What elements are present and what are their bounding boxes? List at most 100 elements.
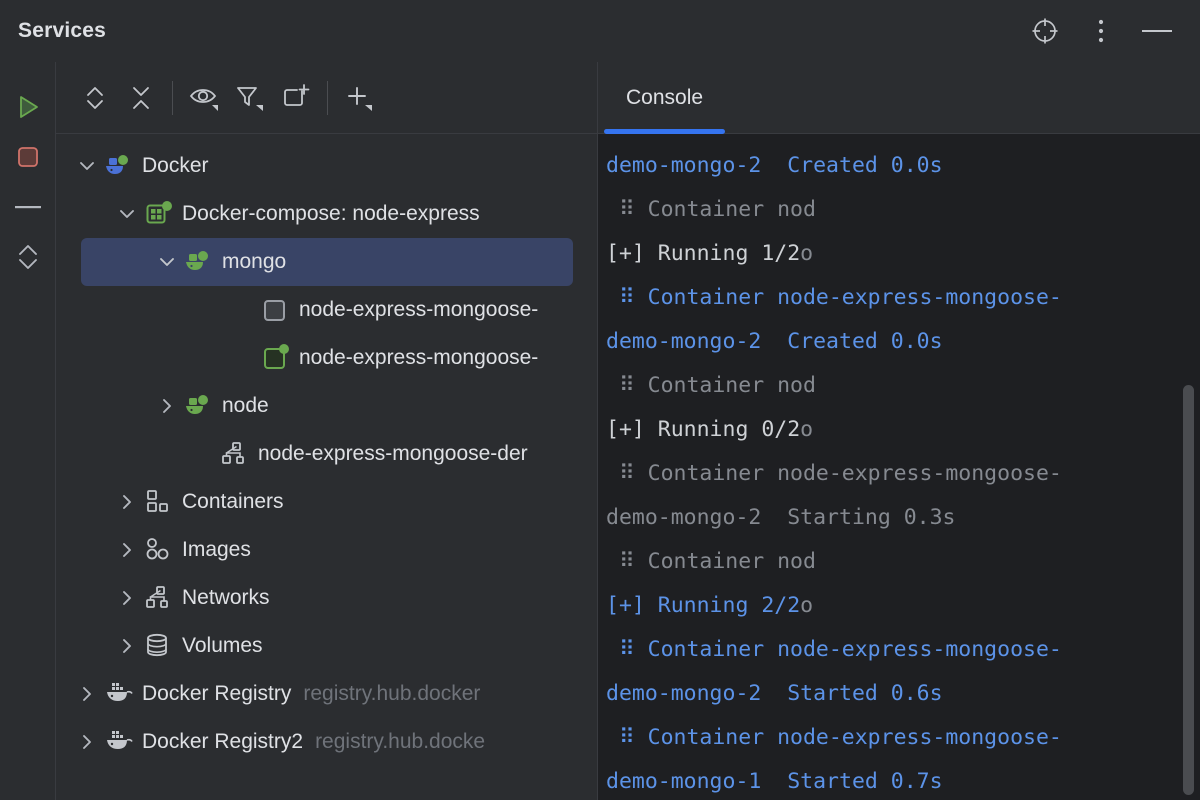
tree-item-label: Networks [182, 586, 270, 609]
console-line: ⠿ Container node-express-mongoose- [606, 628, 1184, 672]
tab-console-label: Console [626, 85, 704, 109]
services-tree-panel: Docker Docker-compose: node-express [55, 62, 597, 800]
console-text: demo-mongo-2 Started 0.6s [606, 681, 943, 706]
chevron-right-icon[interactable] [110, 478, 144, 526]
run-button[interactable] [8, 82, 48, 132]
tree-item-network[interactable]: node-express-mongoose-der [56, 430, 597, 478]
console-tabbar: Console [598, 62, 1200, 134]
chevron-right-icon[interactable] [70, 670, 104, 718]
tree-item-label: Docker Registry2 [142, 730, 304, 753]
tree-item-label: mongo [222, 250, 287, 273]
console-line: demo-mongo-2 Started 0.6s [606, 672, 1184, 716]
console-line: ⠿ Container nod [606, 188, 1184, 232]
console-text: o [800, 593, 814, 618]
docker-whale-green-icon [184, 247, 214, 277]
console-line: demo-mongo-2 Created 0.0s [606, 320, 1184, 364]
filter-icon[interactable] [227, 75, 273, 121]
minimize-icon[interactable] [1142, 16, 1172, 46]
tree-item-sublabel: registry.hub.docker [303, 682, 481, 705]
console-panel: Console demo-mongo-2 Created 0.0s ⠿ Cont… [597, 62, 1200, 800]
chevron-right-icon[interactable] [70, 718, 104, 766]
tree-item-docker[interactable]: Docker [56, 142, 597, 190]
tree-item-images[interactable]: Images [56, 526, 597, 574]
console-line: ⠿ Container node-express-mongoose- [606, 716, 1184, 760]
collapse-line-button[interactable] [8, 182, 48, 232]
expand-collapse-all-button[interactable] [72, 75, 118, 121]
tree-item-label: node-express-mongoose- [299, 298, 539, 321]
console-text: ⠿ Container node-express-mongoose- [606, 637, 1062, 662]
toolbar-divider-2 [327, 80, 328, 115]
chevron-right-icon[interactable] [110, 526, 144, 574]
tree-item-containers[interactable]: Containers [56, 478, 597, 526]
console-text: [+] Running 2/2 [606, 593, 801, 618]
tree-item-mongo[interactable]: mongo [81, 238, 573, 286]
console-line: ⠿ Container nod [606, 540, 1184, 584]
console-text: demo-mongo-2 Created 0.0s [606, 329, 943, 354]
chevron-down-icon[interactable] [70, 142, 104, 190]
tree-item-docker-compose[interactable]: Docker-compose: node-express [56, 190, 597, 238]
containers-icon [144, 487, 174, 517]
console-line: demo-mongo-1 Started 0.7s [606, 760, 1184, 800]
console-line: [+] Running 0/2o [606, 408, 1184, 452]
tree-item-container-stopped[interactable]: node-express-mongoose- [56, 286, 597, 334]
chevron-down-icon[interactable] [110, 190, 144, 238]
console-scrollbar-thumb[interactable] [1183, 385, 1194, 795]
chevron-right-icon[interactable] [110, 622, 144, 670]
chevron-right-icon[interactable] [110, 574, 144, 622]
console-text: ⠿ Container node-express-mongoose- [606, 725, 1062, 750]
run-controls-gutter [0, 62, 55, 800]
tree-item-label: Images [182, 538, 251, 561]
console-text: [+] Running 1/2 [606, 241, 801, 266]
tree-item-container-running[interactable]: node-express-mongoose- [56, 334, 597, 382]
toolbar-divider [172, 80, 173, 115]
page-title: Services [18, 19, 107, 42]
console-line: [+] Running 2/2o [606, 584, 1184, 628]
add-frame-icon[interactable] [273, 75, 319, 121]
tree-item-label: node-express-mongoose- [299, 346, 539, 369]
tree-item-docker-registry2[interactable]: Docker Registry2 registry.hub.docke [56, 718, 597, 766]
compose-green-icon [144, 199, 174, 229]
chevron-down-icon[interactable] [150, 238, 184, 286]
tree-item-label: Volumes [182, 634, 263, 657]
docker-registry-icon [104, 727, 134, 757]
volumes-icon [144, 631, 174, 661]
console-text: ⠿ Container nod [606, 373, 816, 398]
tree-item-label: Docker-compose: node-express [182, 202, 480, 225]
more-options-icon[interactable] [1086, 16, 1116, 46]
tree-item-volumes[interactable]: Volumes [56, 622, 597, 670]
tree-item-label: node [222, 394, 269, 417]
docker-whale-green-icon [184, 391, 214, 421]
console-text: ⠿ Container node-express-mongoose- [606, 461, 1062, 486]
settings-target-icon[interactable] [1030, 16, 1060, 46]
tree-item-docker-registry[interactable]: Docker Registry registry.hub.docker [56, 670, 597, 718]
tab-console[interactable]: Console [598, 62, 731, 134]
console-line: ⠿ Container node-express-mongoose- [606, 276, 1184, 320]
console-text: demo-mongo-2 Created 0.0s [606, 153, 943, 178]
tree-toolbar [56, 62, 597, 134]
tree-item-label: Docker Registry [142, 682, 292, 705]
titlebar-actions [1030, 16, 1172, 46]
docker-registry-icon [104, 679, 134, 709]
collapse-all-button[interactable] [118, 75, 164, 121]
tree-item-label: node-express-mongoose-der [258, 442, 528, 465]
tree-item-sublabel: registry.hub.docke [315, 730, 486, 753]
plus-icon[interactable] [336, 75, 382, 121]
console-text: o [800, 241, 814, 266]
console-line: ⠿ Container node-express-mongoose- [606, 452, 1184, 496]
console-text: [+] Running 0/2 [606, 417, 801, 442]
stop-button[interactable] [8, 132, 48, 182]
console-text: demo-mongo-2 Starting 0.3s [606, 505, 956, 530]
tree-item-label: Docker [142, 154, 209, 177]
console-text: demo-mongo-1 Started 0.7s [606, 769, 943, 794]
tree-item-label: Containers [182, 490, 284, 513]
expand-collapse-button[interactable] [8, 232, 48, 282]
tree-item-node[interactable]: node [56, 382, 597, 430]
console-text: o [800, 417, 814, 442]
tree-item-networks[interactable]: Networks [56, 574, 597, 622]
console-text: ⠿ Container nod [606, 197, 816, 222]
console-output[interactable]: demo-mongo-2 Created 0.0s ⠿ Container no… [598, 134, 1200, 800]
console-line: demo-mongo-2 Starting 0.3s [606, 496, 1184, 540]
chevron-right-icon[interactable] [150, 382, 184, 430]
images-icon [144, 535, 174, 565]
eye-icon[interactable] [181, 75, 227, 121]
